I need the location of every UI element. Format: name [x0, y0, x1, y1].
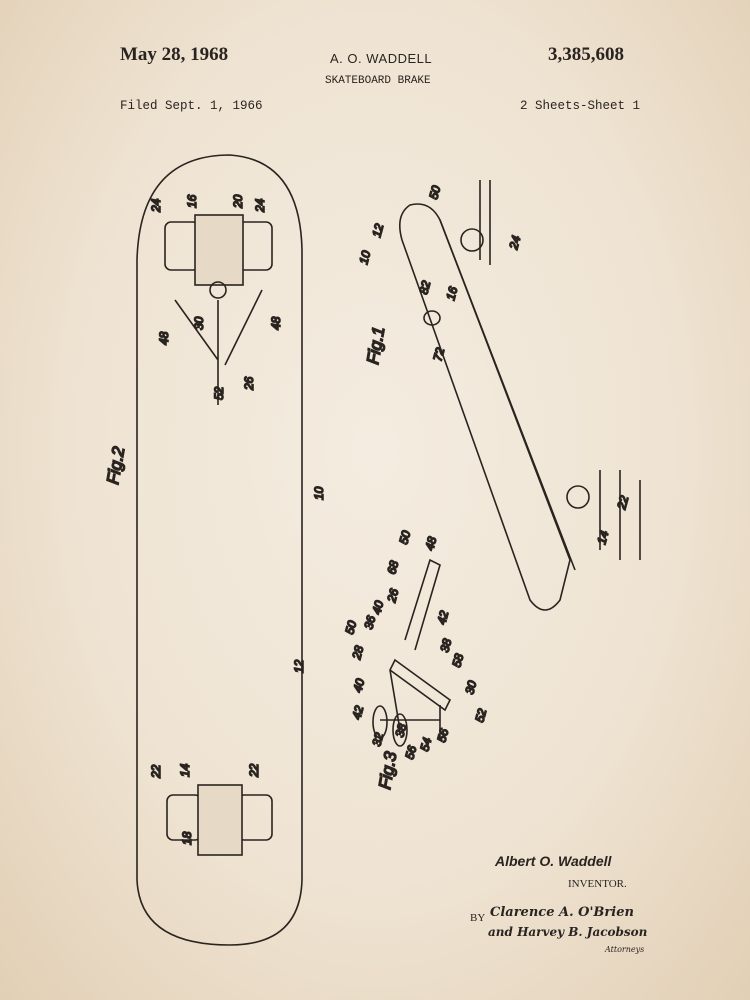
ref-numeral: 68 [384, 559, 401, 576]
ref-numeral: 10 [312, 486, 326, 500]
ref-numeral: 56 [434, 727, 451, 744]
inventor-label: INVENTOR. [568, 878, 627, 890]
ref-numeral: 52 [472, 707, 489, 724]
ref-numeral: 16 [443, 285, 460, 302]
ref-numeral: 24 [149, 198, 163, 213]
ref-numeral: 26 [384, 587, 401, 605]
ref-numeral: 54 [417, 736, 434, 753]
fig1-label: Fig.1 [363, 325, 388, 366]
fig1-board-drawing [399, 180, 641, 611]
ref-numeral: 50 [342, 619, 359, 636]
ref-numeral: 40 [369, 599, 386, 616]
attorneys-label: Attorneys [605, 945, 645, 954]
ref-numeral: 18 [180, 831, 194, 845]
ref-numeral: 50 [426, 184, 443, 201]
fig1-reference-numerals: 12 50 10 24 82 16 72 22 14 [356, 183, 633, 546]
ref-numeral: 48 [157, 331, 171, 345]
fig2-board-drawing [136, 154, 303, 946]
ref-numeral: 10 [356, 249, 373, 266]
ref-numeral: 28 [349, 644, 366, 662]
ref-numeral: 38 [437, 637, 454, 654]
ref-numeral: 22 [247, 763, 261, 778]
sheet-count: 2 Sheets-Sheet 1 [520, 99, 641, 113]
ref-numeral: 24 [506, 234, 523, 252]
filed-date: Filed Sept. 1, 1966 [120, 99, 263, 113]
ref-numeral: 48 [422, 535, 439, 552]
inventor-signature: Albert O. Waddell [495, 853, 612, 869]
ref-numeral: 72 [430, 346, 447, 363]
ref-numeral: 82 [416, 279, 433, 296]
ref-numeral: 32 [369, 731, 386, 748]
ref-numeral: 52 [212, 386, 226, 400]
ref-numeral: 42 [434, 609, 451, 626]
attorney-signature-2: and Harvey B. Jacobson [488, 925, 648, 939]
fig3-label: Fig.3 [375, 750, 400, 791]
ref-numeral: 14 [594, 529, 611, 546]
fig2-label: Fig.2 [103, 445, 128, 486]
ref-numeral: 20 [231, 194, 245, 209]
attorney-signature-1: Clarence A. O'Brien [490, 905, 634, 920]
ref-numeral: 12 [292, 659, 306, 673]
ref-numeral: 36 [361, 614, 378, 631]
patent-number: 3,385,608 [548, 44, 624, 65]
ref-numeral: 48 [269, 316, 283, 330]
fig3-reference-numerals: 50 68 48 26 40 36 50 28 40 42 42 38 58 3… [342, 528, 491, 761]
patent-date: May 28, 1968 [120, 44, 229, 65]
ref-numeral: 22 [614, 494, 631, 512]
ref-numeral: 12 [369, 222, 386, 239]
ref-numeral: 38 [392, 722, 409, 739]
ref-numeral: 30 [462, 679, 479, 696]
ref-numeral: 58 [449, 652, 466, 669]
fig3-brake-assembly-drawing [372, 558, 452, 747]
patent-title: SKATEBOARD BRAKE [325, 75, 431, 87]
ref-numeral: 30 [192, 316, 206, 330]
ref-numeral: 22 [149, 764, 163, 779]
ref-numeral: 42 [349, 704, 366, 721]
ref-numeral: 26 [242, 376, 256, 391]
ref-numeral: 40 [350, 677, 367, 694]
ref-numeral: 50 [396, 529, 413, 546]
ref-numeral: 14 [178, 763, 192, 777]
inventor-header: A. O. WADDELL [330, 51, 433, 66]
fig2-reference-numerals: 24 16 20 24 48 30 48 52 26 10 12 22 14 2… [148, 194, 327, 846]
ref-numeral: 56 [402, 744, 419, 761]
by-label: BY [470, 912, 486, 924]
ref-numeral: 16 [185, 194, 199, 208]
ref-numeral: 24 [253, 198, 267, 213]
